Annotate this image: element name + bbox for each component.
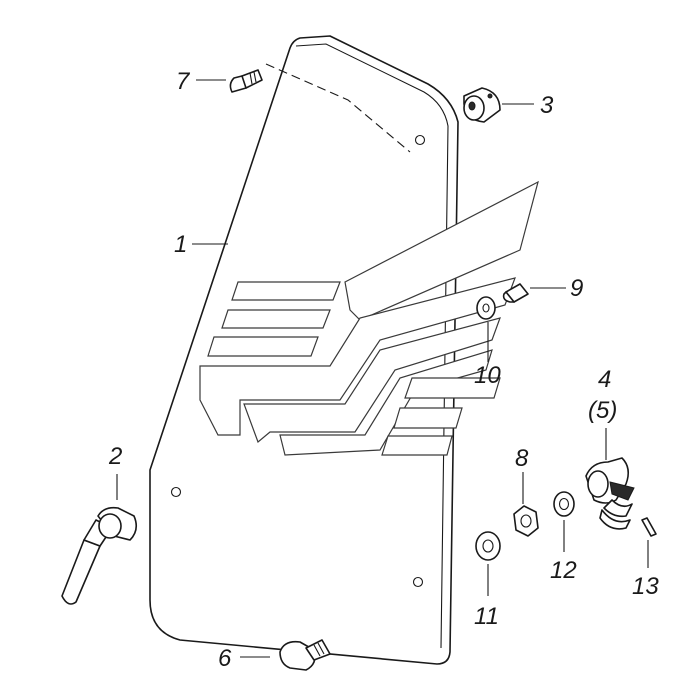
callout-4: 4: [598, 366, 611, 393]
callout-7: 7: [176, 68, 191, 95]
washer-12: [553, 491, 575, 517]
callout-9: 9: [570, 275, 583, 302]
callout-10: 10: [474, 362, 501, 389]
glass-panel: [149, 35, 459, 665]
washer-11: [475, 531, 501, 561]
callout-5: (5): [588, 397, 617, 424]
nut-8: [513, 505, 539, 537]
callout-12: 12: [550, 557, 577, 584]
clamp-block-3: [463, 87, 501, 123]
bracket-4-5: [585, 457, 635, 530]
logo-stripes: [199, 180, 539, 456]
callout-3: 3: [540, 92, 554, 119]
leader-lines: [116, 79, 649, 658]
callout-13: 13: [632, 573, 659, 600]
pin-2: [61, 506, 138, 605]
bolt-6: [279, 639, 331, 671]
callout-11: 11: [474, 603, 499, 630]
callout-1: 1: [174, 231, 187, 258]
callout-8: 8: [515, 445, 529, 472]
washer-10: [476, 296, 496, 320]
screw-9: [502, 283, 529, 303]
pin-13: [641, 517, 657, 537]
callout-6: 6: [218, 645, 232, 672]
callout-labels: 7 3 1 9 10 4 (5) 2 8 12 13 11 6: [108, 68, 659, 672]
callout-2: 2: [108, 443, 122, 470]
bolt-7: [229, 63, 411, 153]
